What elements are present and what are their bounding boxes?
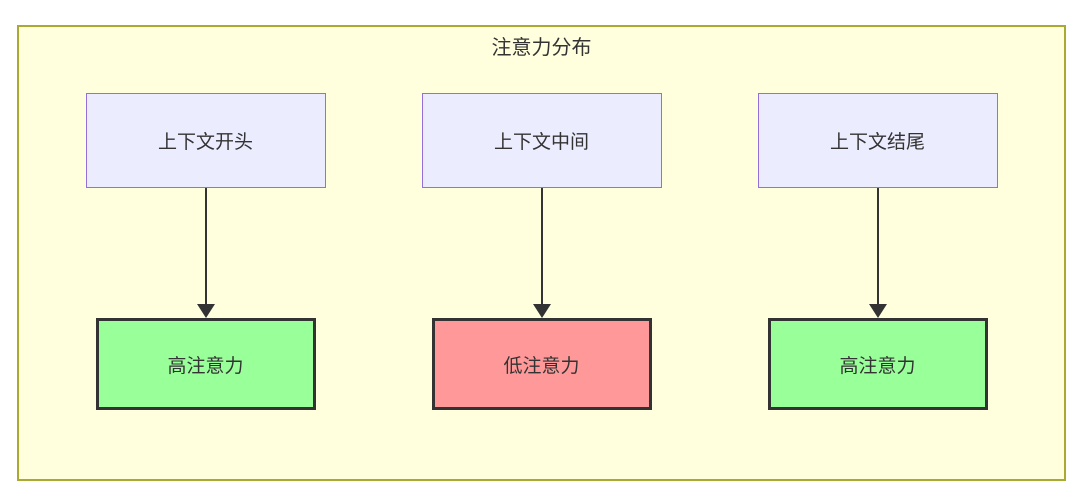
diagram-title: 注意力分布 [491, 37, 592, 59]
node-context-end: 上下文结尾 [757, 93, 998, 188]
arrowhead-icon [532, 304, 551, 318]
node-context-middle: 上下文中间 [421, 93, 662, 188]
arrow-down-icon [868, 188, 887, 318]
node-context-start: 上下文开头 [85, 93, 326, 188]
flow-context-end: 上下文结尾 高注意力 [757, 93, 998, 410]
arrow-line [540, 188, 543, 304]
flow-context-start: 上下文开头 高注意力 [85, 93, 326, 410]
node-high-attention-1: 高注意力 [95, 318, 316, 410]
arrowhead-icon [196, 304, 215, 318]
arrowhead-icon [868, 304, 887, 318]
node-high-attention-2: 高注意力 [767, 318, 988, 410]
attention-distribution-subgraph: 注意力分布 上下文开头 高注意力 上下文中间 低注意力 上下文结尾 高注 [17, 25, 1066, 481]
arrow-line [204, 188, 207, 304]
arrow-line [876, 188, 879, 304]
arrow-down-icon [196, 188, 215, 318]
flow-columns: 上下文开头 高注意力 上下文中间 低注意力 上下文结尾 高注意力 [19, 93, 1064, 410]
flow-context-middle: 上下文中间 低注意力 [421, 93, 662, 410]
arrow-down-icon [532, 188, 551, 318]
node-low-attention: 低注意力 [431, 318, 652, 410]
